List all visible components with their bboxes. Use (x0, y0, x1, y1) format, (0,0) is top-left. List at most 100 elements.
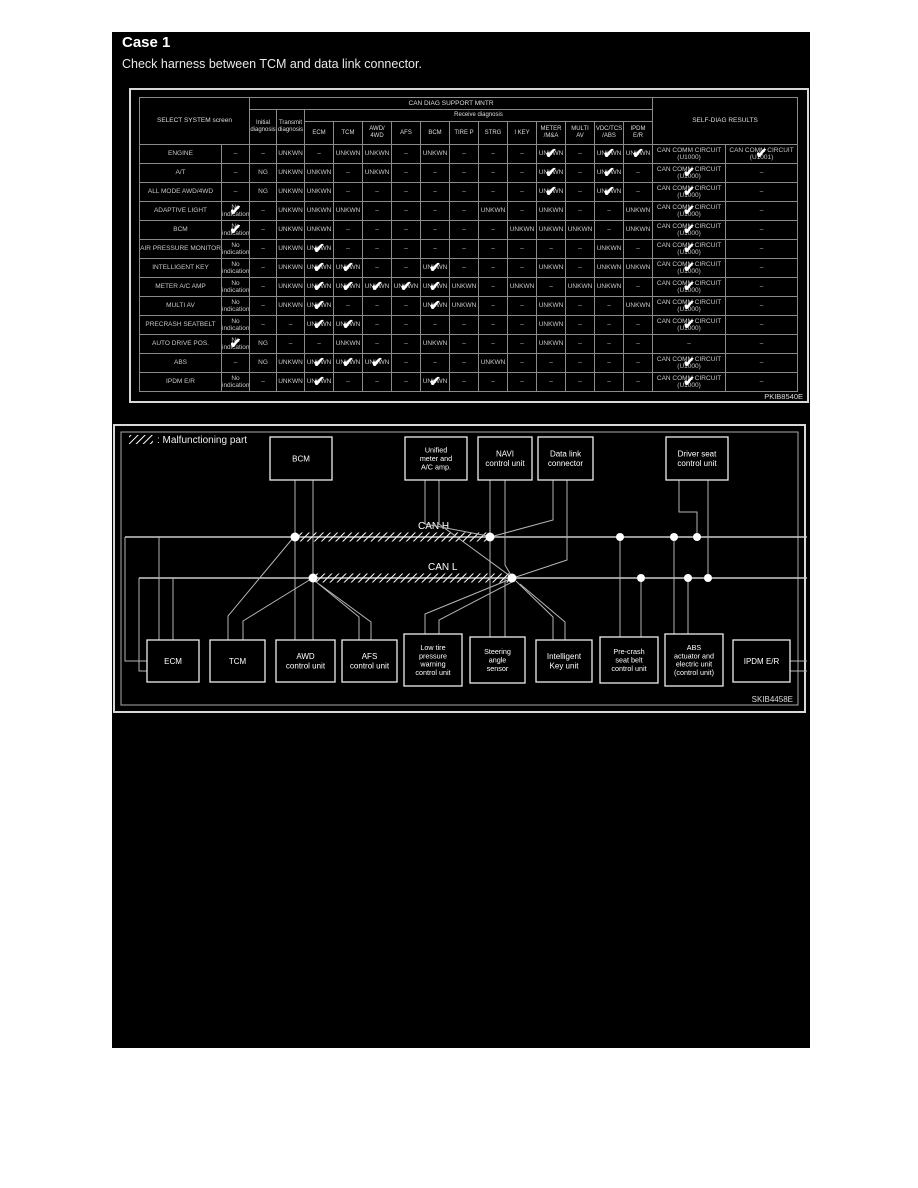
diag-value-cell: UNKWN (276, 258, 305, 278)
diag-value-cell: – (276, 334, 305, 354)
diag-value-cell: – (249, 239, 277, 259)
diag-value-cell: UNKWN✔ (304, 372, 334, 392)
diag-value-cell: – (536, 277, 566, 297)
can-l-label: CAN L (428, 562, 458, 573)
legend-hatch-swatch (129, 435, 153, 444)
diag-value-cell: UNKWN (536, 258, 566, 278)
diag-value-cell: – (507, 163, 537, 183)
diag-value-cell: UNKWN✔ (420, 258, 450, 278)
diag-value-cell: – (725, 334, 799, 354)
diag-value-cell: UNKWN✔ (536, 144, 566, 164)
table-figure-code: PKIB8540E (764, 392, 803, 401)
system-name-cell: PRECRASH SEATBELT (139, 315, 222, 335)
check-mark-icon: ✔ (342, 316, 354, 333)
system-name-cell: ENGINE (139, 144, 222, 164)
diag-value-cell: UNKWN (536, 315, 566, 335)
diag-value-cell: CAN COMM CIRCUIT (U1000)✔ (652, 163, 727, 183)
diag-value-cell: CAN COMM CIRCUIT (U1000)✔ (652, 315, 727, 335)
diag-value-cell: – (725, 277, 799, 297)
diag-value-cell: UNKWN (622, 201, 654, 221)
check-mark-icon: ✔ (545, 164, 557, 181)
diagram-inner-frame (120, 431, 799, 706)
diagram-box-abs-actuator-and-electric-unit-control-unit (664, 633, 724, 687)
diagram-box-navi-control-unit (477, 436, 533, 481)
diag-value-cell: UNKWN✔ (304, 277, 334, 297)
diag-value-cell: – (622, 163, 654, 183)
diag-value-cell: UNKWN (333, 144, 363, 164)
diag-value-cell: – (362, 201, 392, 221)
diag-value-cell: – (507, 334, 537, 354)
diagram-box-awd-control-unit (275, 639, 336, 683)
header-receive-unit: AFS (391, 121, 421, 145)
check-mark-icon: ✔ (429, 373, 441, 390)
check-mark-icon: ✔ (545, 145, 557, 162)
diag-value-cell: UNKWN (276, 296, 305, 316)
diagram-box-low-tire-pressure-warning-control-unit (403, 633, 463, 687)
diag-value-cell: – (478, 239, 508, 259)
diag-value-cell: – (420, 353, 450, 373)
header-receive-diagnosis: Receive diagnosis (303, 109, 654, 122)
diag-value-cell: – (449, 182, 479, 202)
diag-value-cell: UNKWN (478, 201, 508, 221)
header-receive-unit: MULTI AV (565, 121, 595, 145)
diag-value-cell: – (565, 296, 595, 316)
diag-value-cell: CAN COMM CIRCUIT (U1000)✔ (652, 353, 727, 373)
header-receive-unit: METER /M&A (536, 121, 566, 145)
diag-value-cell: – (420, 201, 450, 221)
diag-value-cell: – (249, 220, 277, 240)
case-description: Check harness between TCM and data link … (122, 57, 422, 71)
diag-value-cell: – (725, 201, 799, 221)
diag-value-cell: – (478, 182, 508, 202)
check-mark-icon: ✔ (400, 278, 412, 295)
diag-value-cell: – (249, 315, 277, 335)
diag-value-cell: – (622, 353, 654, 373)
diag-value-cell: UNKWN✔ (333, 277, 363, 297)
diag-value-cell: UNKWN (536, 334, 566, 354)
diag-value-cell: – (536, 239, 566, 259)
diag-value-cell: – (478, 334, 508, 354)
diag-value-cell: – (725, 353, 799, 373)
diag-value-cell: UNKWN (362, 163, 392, 183)
diagram-box-unified-meter-and-a-c-amp (404, 436, 468, 481)
diag-value-cell: – (362, 220, 392, 240)
diag-value-cell: – (725, 372, 799, 392)
diag-value-cell: – (362, 334, 392, 354)
diag-value-cell: – (420, 182, 450, 202)
diag-value-cell: – (565, 144, 595, 164)
diag-value-cell: UNKWN (276, 277, 305, 297)
check-mark-icon: ✔ (229, 221, 242, 238)
diag-value-cell: – (565, 239, 595, 259)
diag-value-cell: UNKWN (449, 277, 479, 297)
diagram-figure-code: SKIB4458E (752, 695, 793, 704)
diag-value-cell: – (725, 220, 799, 240)
diag-value-cell: UNKWN (622, 258, 654, 278)
diag-value-cell: – (333, 296, 363, 316)
diag-value-cell: UNKWN (362, 144, 392, 164)
diag-value-cell: – (725, 258, 799, 278)
diagram-box-label: ECM (164, 657, 182, 666)
diag-value-cell: – (391, 353, 421, 373)
system-name-cell: ALL MODE AWD/4WD (139, 182, 222, 202)
diag-value-cell: No indication (221, 239, 250, 259)
header-receive-unit: TIRE P (449, 121, 479, 145)
check-mark-icon: ✔ (683, 259, 695, 276)
can-wiring-diagram: : Malfunctioning part CAN H CAN L (113, 424, 807, 713)
diag-value-cell: No indication (221, 315, 250, 335)
diag-value-cell: CAN COMM CIRCUIT (U1000)✔ (652, 239, 727, 259)
diag-value-cell: – (391, 239, 421, 259)
check-mark-icon: ✔ (683, 221, 695, 238)
check-mark-icon: ✔ (683, 316, 695, 333)
diag-value-cell: CAN COMM CIRCUIT (U1000)✔ (652, 296, 727, 316)
header-receive-unit: AWD/ 4WD (362, 121, 392, 145)
system-name-cell: MULTI AV (139, 296, 222, 316)
diag-value-cell: UNKWN (594, 277, 624, 297)
diag-value-cell: UNKWN (507, 220, 537, 240)
